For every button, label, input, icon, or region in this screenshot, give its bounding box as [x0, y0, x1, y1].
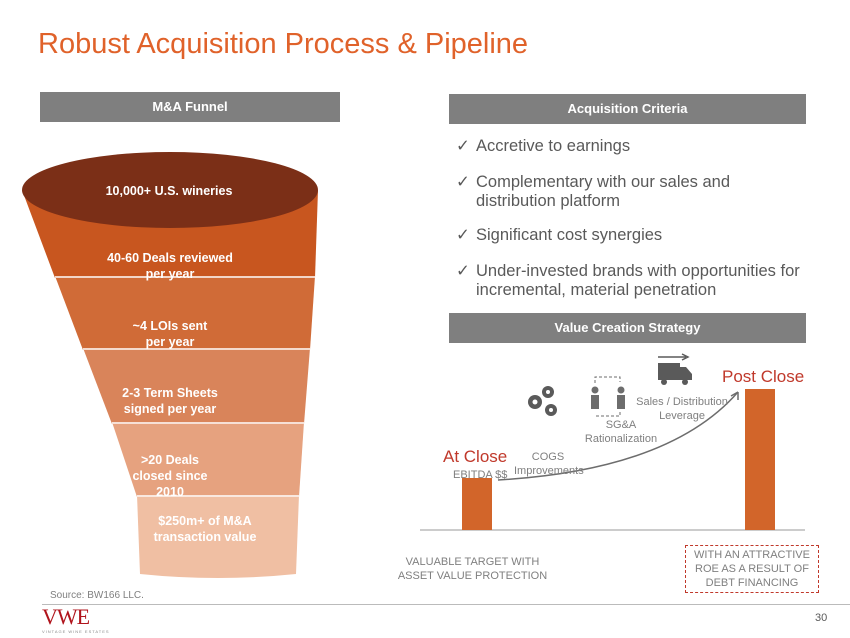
- logo-subtitle: VINTAGE WINE ESTATES: [42, 629, 110, 634]
- funnel-label-5: >20 Deals closed since 2010: [132, 453, 208, 499]
- growth-arrow: [497, 391, 739, 481]
- people-swap-icon: [591, 376, 625, 417]
- truck-icon: [658, 353, 692, 385]
- criteria-item: ✓Complementary with our sales and distri…: [456, 173, 731, 210]
- value-creation-chart: [420, 353, 805, 531]
- page-number: 30: [815, 612, 828, 624]
- funnel-stage-4: [83, 348, 310, 424]
- check-icon: ✓: [456, 137, 470, 155]
- sga-label: SG&A Rationalization: [584, 419, 658, 445]
- funnel-graphic: [22, 152, 318, 578]
- post-close-label: Post Close: [722, 367, 805, 386]
- criteria-header: Acquisition Criteria: [449, 94, 806, 124]
- criteria-item: ✓Accretive to earnings: [456, 137, 631, 155]
- check-icon: ✓: [456, 226, 470, 244]
- criteria-item: ✓Significant cost synergies: [456, 226, 663, 244]
- gears-icon: [528, 386, 557, 416]
- funnel-stage-3: [55, 276, 315, 350]
- funnel-label-2: 40-60 Deals reviewed per year: [107, 251, 233, 281]
- right-caption: WITH AN ATTRACTIVE ROE AS A RESULT OF DE…: [685, 545, 819, 593]
- ebitda-label: EBITDA $$: [453, 469, 508, 481]
- post-close-bar: [745, 389, 775, 530]
- funnel-label-1: 10,000+ U.S. wineries: [105, 184, 233, 198]
- funnel-stage-5: [112, 422, 304, 497]
- funnel-label-6: $250m+ of M&A transaction value: [153, 514, 257, 544]
- criteria-item: ✓Under-invested brands with opportunitie…: [456, 262, 800, 299]
- check-icon: ✓: [456, 262, 470, 280]
- left-caption: VALUABLE TARGET WITH ASSET VALUE PROTECT…: [397, 556, 548, 582]
- footer-divider: [42, 604, 850, 605]
- ma-funnel: 10,000+ U.S. wineries 40-60 Deals review…: [0, 140, 338, 580]
- at-close-bar: [462, 478, 492, 530]
- cogs-label: COGS Improvements: [514, 451, 584, 477]
- page-title: Robust Acquisition Process & Pipeline: [38, 28, 529, 60]
- at-close-label: At Close: [443, 447, 508, 466]
- check-icon: ✓: [456, 173, 470, 191]
- value-creation-header: Value Creation Strategy: [449, 313, 806, 343]
- funnel-header: M&A Funnel: [40, 92, 340, 122]
- funnel-label-3: ~4 LOIs sent per year: [132, 319, 208, 349]
- source-note: Source: BW166 LLC.: [50, 590, 144, 601]
- funnel-stage-1: [22, 152, 318, 228]
- sales-label: Sales / Distribution Leverage: [636, 396, 728, 422]
- funnel-label-4: 2-3 Term Sheets signed per year: [122, 386, 218, 416]
- vwe-logo: VWE: [42, 604, 90, 629]
- arrowhead-icon: [730, 391, 739, 400]
- funnel-stage-6: [137, 495, 299, 578]
